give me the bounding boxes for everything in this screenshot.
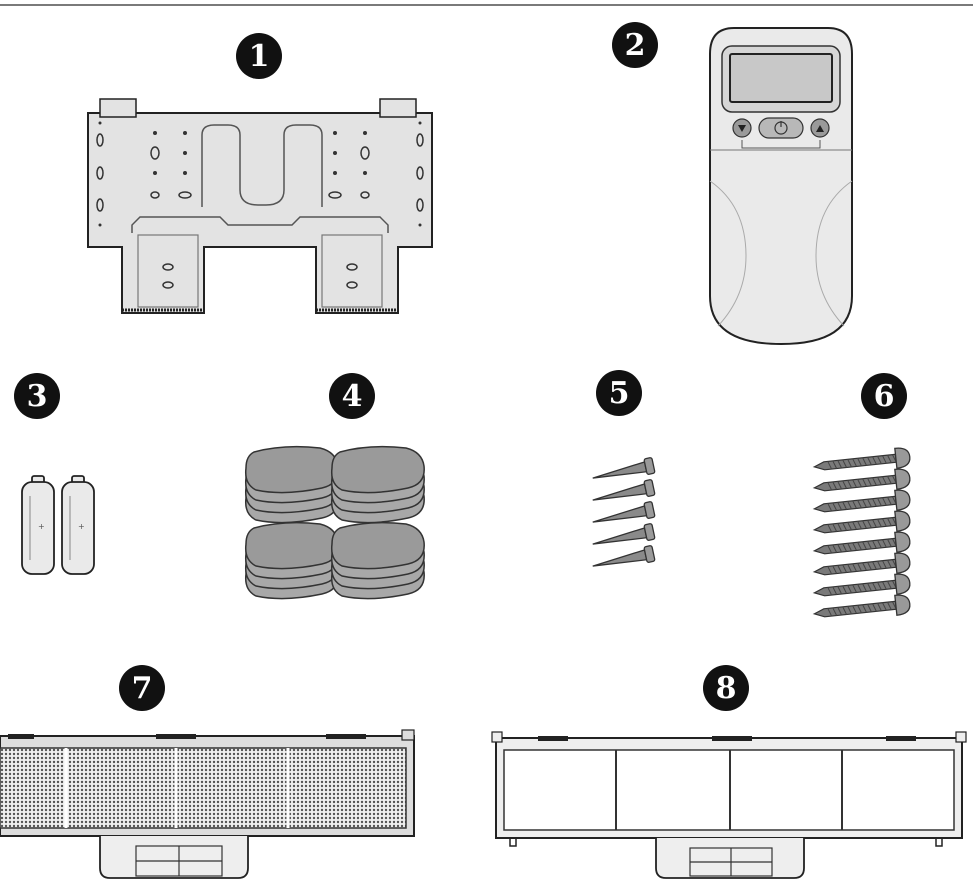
part-number-badge-4: 4 (329, 373, 375, 419)
svg-text:+: + (38, 522, 45, 531)
part-number-badge-5: 5 (596, 370, 642, 416)
part-number-badge-8: 8 (703, 665, 749, 711)
filter-frame-icon (490, 728, 970, 888)
part-number-badge-1: 1 (236, 33, 282, 79)
wall-anchors-icon (586, 455, 666, 585)
part-number-badge-7: 7 (119, 665, 165, 711)
svg-text:+: + (78, 522, 85, 531)
part-number-badge-6: 6 (861, 373, 907, 419)
batteries-icon: + + (18, 474, 100, 578)
mounting-plate-icon (80, 95, 440, 317)
part-number-badge-2: 2 (612, 22, 658, 68)
part-number-badge-3: 3 (14, 373, 60, 419)
top-rule (0, 4, 973, 6)
adhesive-pads-icon (238, 440, 450, 600)
mesh-filter-icon (0, 728, 420, 888)
screws-icon (810, 445, 930, 625)
remote-control-icon (706, 26, 856, 346)
